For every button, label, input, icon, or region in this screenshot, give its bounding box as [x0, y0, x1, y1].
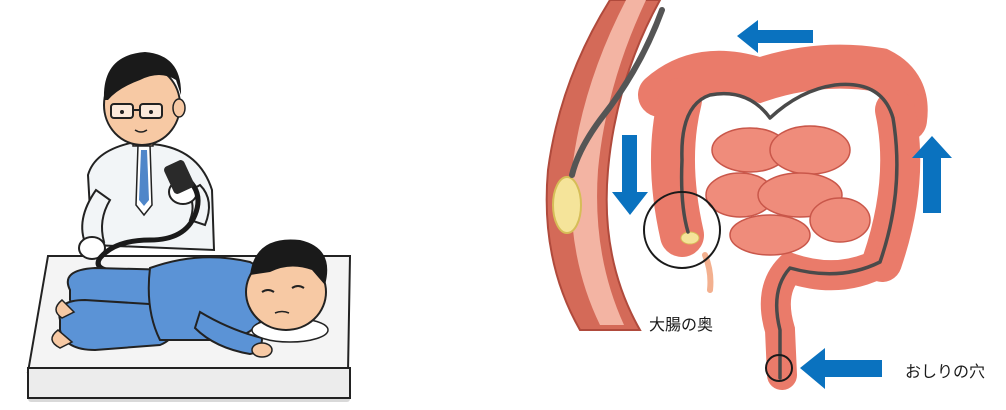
arrow-left-bottom	[800, 348, 882, 389]
patient-icon	[51, 239, 329, 358]
intestinal-wall	[545, 0, 662, 331]
arrow-icon	[612, 20, 952, 389]
scope-path	[569, 7, 899, 380]
cecum-circle	[643, 191, 721, 269]
arrow-down	[612, 135, 648, 215]
arrow-up	[912, 136, 952, 213]
arrow-left-top	[737, 20, 813, 53]
exam-scene	[26, 52, 352, 402]
anus-label: おしりの穴	[905, 362, 986, 381]
colon-depth-label: 大腸の奥	[649, 315, 714, 334]
colon-diagram	[545, 0, 952, 390]
colon-icon	[638, 44, 928, 390]
doctor-icon	[78, 52, 216, 260]
anus-circle	[765, 354, 793, 382]
endoscope-icon	[95, 160, 201, 275]
